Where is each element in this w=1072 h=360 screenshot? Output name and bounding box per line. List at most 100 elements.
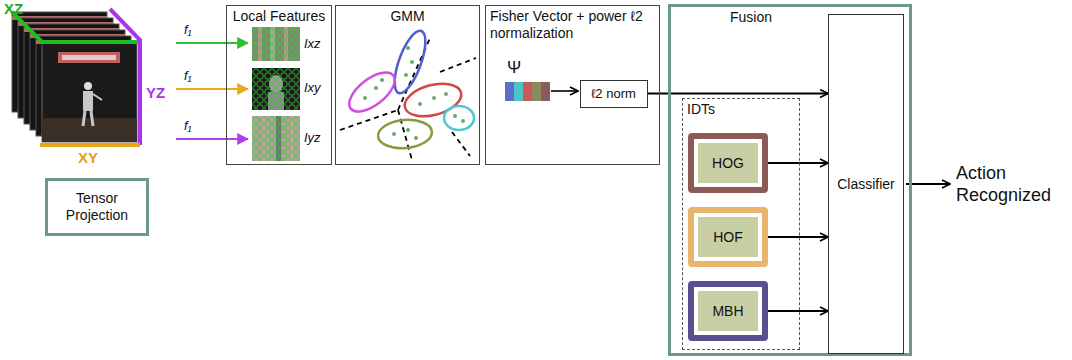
gmm-clusters	[461, 119, 465, 123]
axis-label: YZ	[146, 84, 165, 102]
gmm-clusters	[380, 78, 384, 82]
video-frames	[42, 118, 137, 142]
function-label: f₁	[184, 68, 192, 84]
fisher-vector-bar	[532, 82, 541, 101]
gmm-clusters	[453, 114, 457, 118]
video-frames	[58, 52, 120, 63]
output-label: Action Recognized	[956, 163, 1066, 206]
gmm-clusters	[401, 78, 465, 122]
fisher-vector-bar	[523, 82, 532, 101]
projection-arrows	[176, 88, 248, 90]
function-label: f₁	[184, 22, 192, 38]
feature-images	[252, 68, 300, 110]
gmm-clusters	[444, 92, 448, 96]
gmm-clusters	[432, 96, 436, 100]
gmm-clusters	[340, 110, 398, 130]
box-heading: GMM	[390, 8, 424, 25]
video-frames	[91, 111, 93, 126]
vector-symbol: Ψ	[507, 58, 521, 78]
gmm-clusters	[343, 65, 402, 119]
video-frames	[42, 42, 137, 142]
arrow-connector	[768, 310, 828, 312]
feature-images	[252, 116, 300, 161]
feature-images	[252, 27, 300, 61]
feature-fill: HOF	[698, 217, 758, 257]
feature-box: HOG	[688, 133, 768, 193]
arrow-connector	[768, 162, 828, 164]
projection-arrows	[176, 138, 248, 140]
box-heading: IDTs	[687, 101, 715, 118]
feature-box: MBH	[688, 281, 768, 341]
feature-images	[252, 27, 300, 161]
arrow-connector	[648, 93, 829, 95]
gmm-clusters	[406, 128, 410, 132]
title-row: Fusion	[671, 7, 831, 26]
fisher-vector-bar	[551, 90, 578, 92]
title-row: GMM	[336, 6, 479, 25]
gmm-clusters	[363, 46, 465, 140]
box-label: HOF	[713, 229, 743, 246]
gmm-clusters	[363, 96, 367, 100]
process-box: Classifier	[828, 14, 904, 354]
fisher-vector-bar	[541, 82, 550, 101]
group-box: IDTsHOG HOF MBH	[682, 98, 800, 350]
title-row: Fisher Vector + power ℓ2 normalization	[486, 6, 659, 42]
axis-label: XZ	[4, 0, 23, 18]
gmm-clusters	[452, 132, 470, 156]
function-label: f₁	[184, 118, 192, 134]
group-box: GMM	[335, 5, 480, 165]
arrow-connector	[768, 236, 828, 238]
feature-fill: MBH	[698, 291, 758, 331]
video-frames	[62, 55, 116, 60]
process-box: ℓ2 norm	[580, 80, 648, 108]
box-label: Tensor Projection	[51, 190, 143, 224]
box-heading: Fusion	[730, 9, 772, 26]
title-row: Local Features	[227, 6, 331, 25]
feature-images	[252, 27, 300, 61]
gmm-clusters	[392, 132, 396, 136]
image-label: Iyz	[304, 130, 321, 146]
process-box: Tensor Projection	[45, 178, 149, 236]
gmm-clusters	[444, 106, 474, 130]
title-row: IDTs	[683, 99, 799, 118]
image-label: Ixy	[304, 80, 321, 96]
box-heading: Fisher Vector + power ℓ2 normalization	[490, 8, 645, 42]
projection-arrows	[176, 42, 248, 44]
feature-fill: HOG	[698, 143, 758, 183]
gmm-clusters	[377, 118, 433, 151]
video-frames	[93, 94, 102, 100]
gmm-clusters	[398, 110, 412, 160]
gmm-clusters	[440, 58, 476, 72]
output-arrow	[906, 183, 950, 185]
gmm-clusters	[404, 73, 408, 77]
box-label: HOG	[712, 155, 744, 172]
box-label: MBH	[712, 303, 743, 320]
box-heading: Local Features	[233, 8, 326, 25]
video-frames	[83, 91, 93, 111]
image-label: Ixz	[304, 36, 321, 52]
box-label: Classifier	[837, 176, 895, 193]
gmm-clusters	[340, 38, 476, 160]
feature-images	[252, 68, 300, 110]
axis-label: XY	[78, 149, 98, 167]
box-label: ℓ2 norm	[591, 86, 636, 102]
fisher-vector-bar	[514, 82, 523, 101]
video-frames	[84, 82, 92, 90]
projection-axes	[110, 9, 140, 145]
group-box: Fisher Vector + power ℓ2 normalization ℓ2…	[485, 5, 660, 165]
fisher-vector-bar	[505, 82, 514, 101]
gmm-clusters	[374, 86, 378, 90]
gmm-clusters	[406, 46, 410, 50]
video-frames	[83, 111, 85, 126]
gmm-clusters	[410, 60, 414, 64]
projection-axes	[12, 12, 140, 42]
feature-box: HOF	[688, 207, 768, 267]
gmm-clusters	[340, 27, 476, 160]
gmm-clusters	[418, 102, 422, 106]
projection-arrows	[176, 43, 248, 139]
projection-axes	[12, 9, 140, 145]
group-box: FusionIDTsHOG HOF MBH Classifier	[668, 4, 912, 356]
gmm-clusters	[414, 136, 418, 140]
